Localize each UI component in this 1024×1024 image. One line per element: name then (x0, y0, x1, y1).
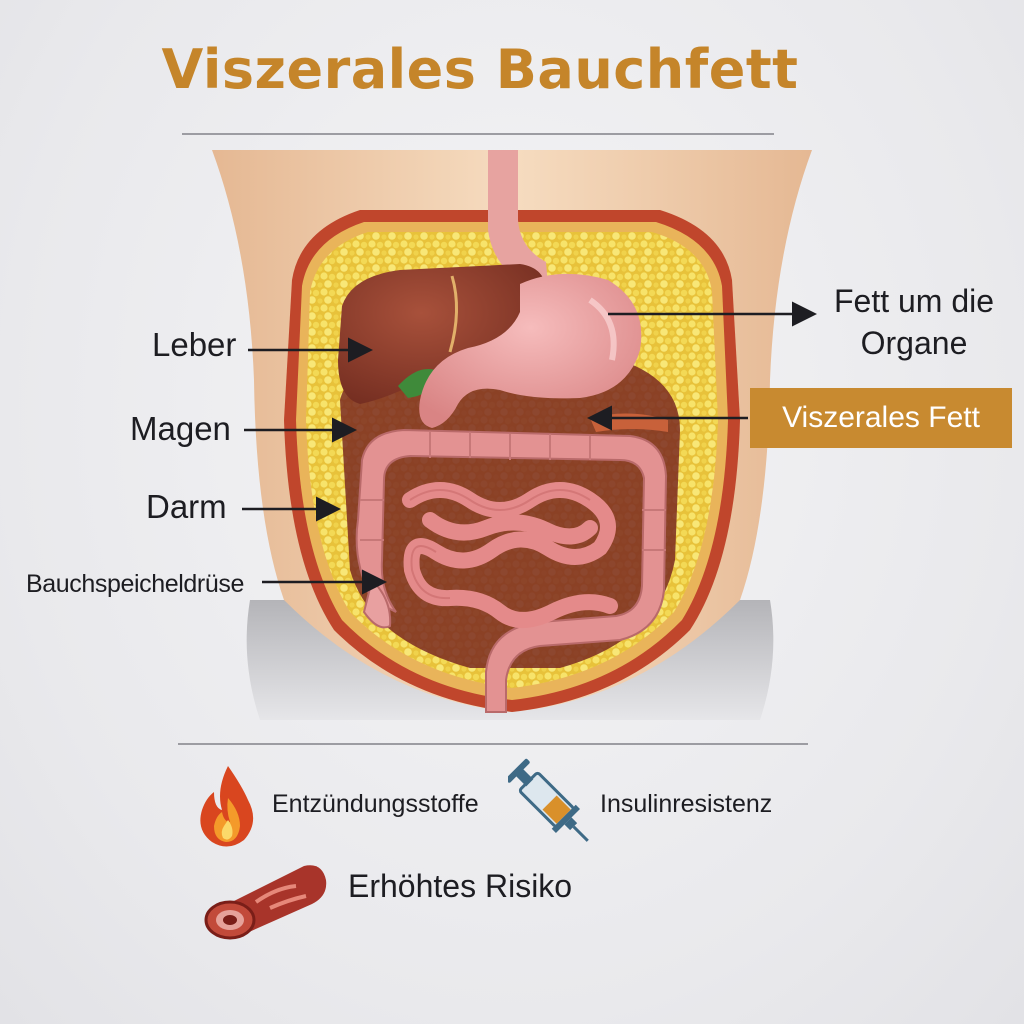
blood-vessel-icon (204, 865, 327, 940)
label-magen: Magen (130, 410, 231, 447)
flame-icon (200, 766, 254, 847)
legend-insulinresistenz: Insulinresistenz (600, 790, 773, 818)
label-leber: Leber (152, 326, 237, 363)
title-divider (182, 133, 774, 135)
legend-entzuendungsstoffe: Entzündungsstoffe (272, 790, 479, 818)
syringe-icon (508, 758, 589, 842)
large-intestine (355, 428, 668, 713)
liver (338, 264, 547, 404)
legend-erhoehtes-risiko: Erhöhtes Risiko (348, 868, 573, 904)
legend-divider (178, 743, 808, 745)
label-darm: Darm (146, 488, 227, 525)
esophagus (488, 150, 548, 286)
label-fett-um-die-organe: Fett um die Organe (824, 280, 1004, 364)
label-bauchspeicheldruese: Bauchspeicheldrüse (26, 570, 244, 598)
page-title: Viszerales Bauchfett (161, 38, 799, 101)
viszerales-fett-badge: Viszerales Fett (750, 388, 1012, 448)
label-fett-line1: Fett um die (833, 283, 995, 319)
label-fett-line2: Organe (860, 325, 968, 361)
stomach (419, 273, 642, 428)
